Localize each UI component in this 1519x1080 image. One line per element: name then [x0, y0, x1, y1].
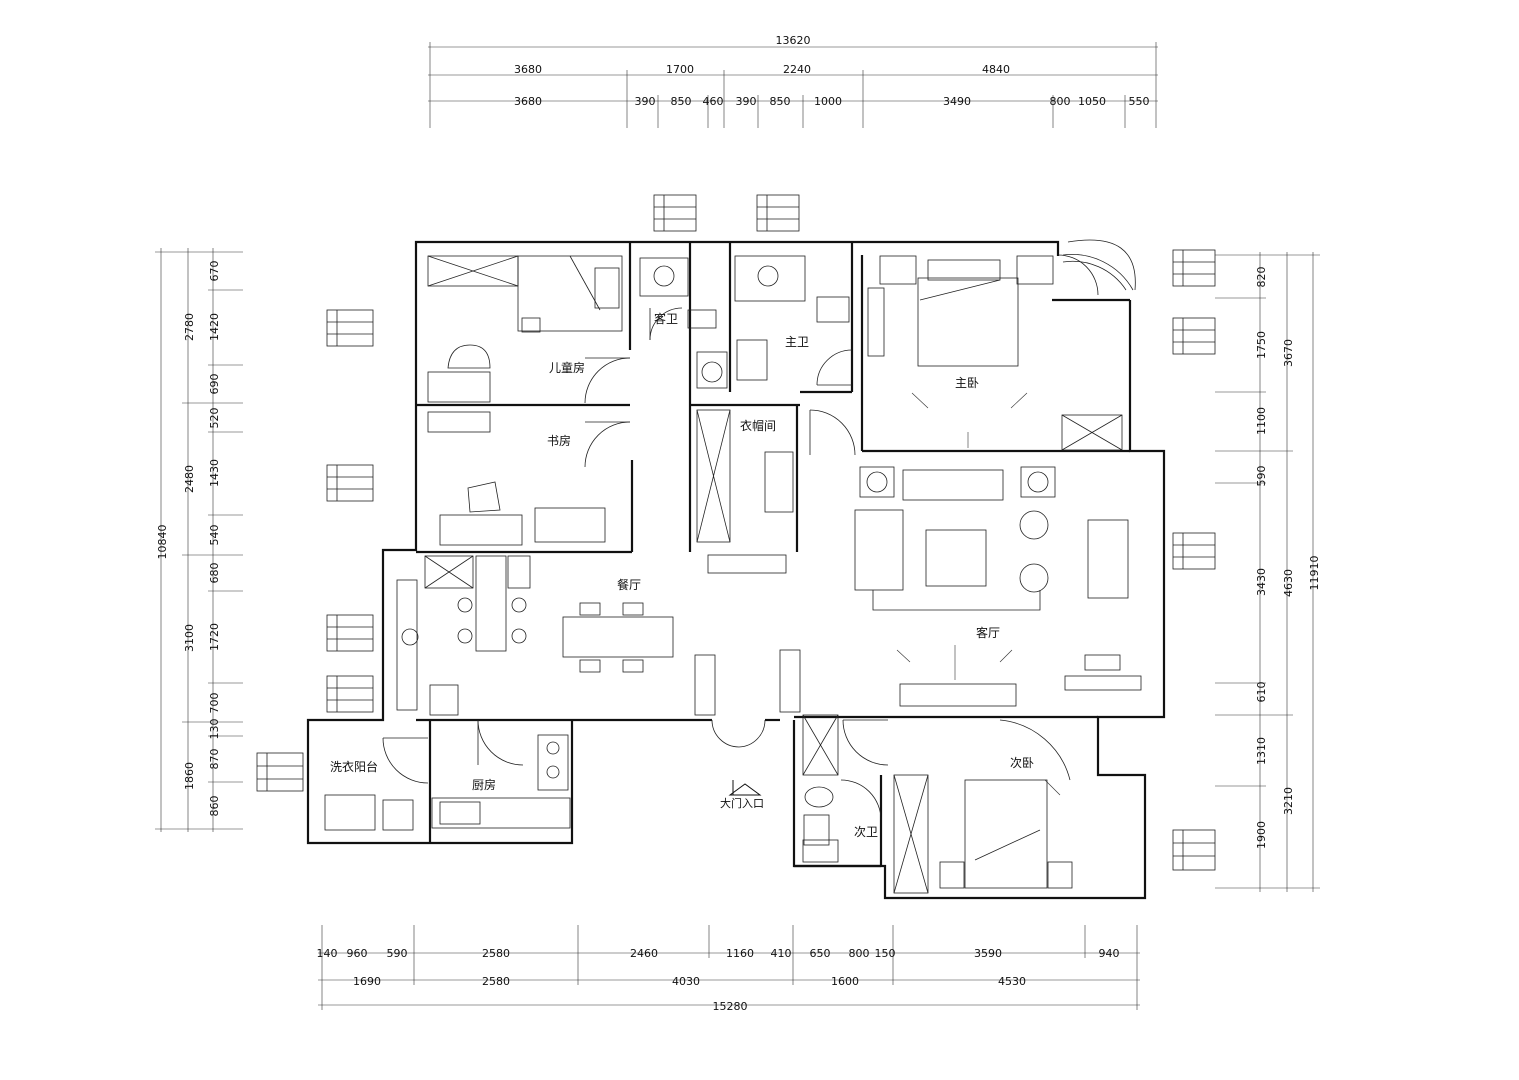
left-detail-dim: 130 — [208, 719, 221, 740]
right-detail-dim: 1100 — [1255, 407, 1268, 435]
room-label-kitchen: 厨房 — [472, 777, 496, 792]
top-detail-dim: 460 — [703, 95, 724, 108]
bottom-detail-dim: 140 — [317, 947, 338, 960]
room-label-laundry: 洗衣阳台 — [330, 759, 378, 774]
bottom-detail-dim: 2580 — [482, 947, 510, 960]
furniture — [324, 255, 1142, 894]
left-detail-dim: 860 — [208, 796, 221, 817]
room-labels: 儿童房 书房 客卫 主卫 主卧 衣帽间 餐厅 客厅 次卧 次卫 厨房 洗衣阳台 … — [330, 311, 1034, 839]
bay-window — [1062, 239, 1136, 291]
top-detail-dim: 3490 — [943, 95, 971, 108]
right-dim: 4630 — [1282, 569, 1295, 597]
left-detail-dim: 870 — [208, 749, 221, 770]
top-detail-dim: 390 — [736, 95, 757, 108]
bottom-dim: 4530 — [998, 975, 1026, 988]
left-detail-dim: 690 — [208, 374, 221, 395]
right-dimensions: 11910 3670 4630 3210 820 1750 1100 590 3… — [1215, 252, 1321, 892]
right-detail-dim: 1900 — [1255, 821, 1268, 849]
doors — [382, 254, 1099, 821]
top-dimensions: 13620 3680 1700 2240 4840 3680 390 850 4… — [428, 34, 1158, 128]
top-dim-4: 4840 — [982, 63, 1010, 76]
bottom-detail-dim: 2460 — [630, 947, 658, 960]
left-dim: 2780 — [183, 313, 196, 341]
bottom-dim: 1600 — [831, 975, 859, 988]
left-detail-dim: 700 — [208, 693, 221, 714]
left-detail-dim: 540 — [208, 525, 221, 546]
left-detail-dim: 1720 — [208, 623, 221, 651]
bottom-detail-dim: 410 — [771, 947, 792, 960]
right-detail-dim: 610 — [1255, 682, 1268, 703]
bottom-detail-dim: 960 — [347, 947, 368, 960]
right-dim: 3210 — [1282, 787, 1295, 815]
top-dim-1: 3680 — [514, 63, 542, 76]
entrance-label: 大门入口 — [720, 796, 764, 810]
room-label-second-bedroom: 次卧 — [1010, 756, 1034, 770]
right-dim: 3670 — [1282, 339, 1295, 367]
left-dim: 1860 — [183, 762, 196, 790]
light-markers — [896, 392, 1061, 796]
left-dim: 3100 — [183, 624, 196, 652]
bottom-detail-dim: 800 — [849, 947, 870, 960]
top-overall-dim: 13620 — [776, 34, 811, 47]
top-detail-dim: 3680 — [514, 95, 542, 108]
top-detail-dim: 550 — [1129, 95, 1150, 108]
room-label-dining: 餐厅 — [617, 577, 641, 592]
bottom-detail-dim: 650 — [810, 947, 831, 960]
right-overall-dim: 11910 — [1308, 556, 1321, 591]
top-dim-3: 2240 — [783, 63, 811, 76]
bottom-detail-dim: 1160 — [726, 947, 754, 960]
bottom-dim: 2580 — [482, 975, 510, 988]
schedule-boxes — [256, 194, 1216, 871]
top-detail-dim: 850 — [671, 95, 692, 108]
room-label-second-bath: 次卫 — [854, 825, 878, 839]
bottom-detail-dim: 940 — [1099, 947, 1120, 960]
top-detail-dim: 850 — [770, 95, 791, 108]
left-dim: 2480 — [183, 465, 196, 493]
room-label-guest-bath: 客卫 — [654, 311, 678, 326]
right-detail-dim: 590 — [1255, 466, 1268, 487]
room-label-closet: 衣帽间 — [740, 418, 776, 433]
bottom-dim: 4030 — [672, 975, 700, 988]
walls — [306, 240, 1166, 900]
bottom-detail-dim: 3590 — [974, 947, 1002, 960]
bottom-detail-dim: 590 — [387, 947, 408, 960]
top-detail-dim: 1050 — [1078, 95, 1106, 108]
room-label-master-bedroom: 主卧 — [955, 376, 979, 390]
top-detail-dim: 800 — [1050, 95, 1071, 108]
right-detail-dim: 820 — [1255, 267, 1268, 288]
left-detail-dim: 670 — [208, 261, 221, 282]
top-detail-dim: 1000 — [814, 95, 842, 108]
entrance-marker — [728, 780, 762, 796]
top-dim-2: 1700 — [666, 63, 694, 76]
bottom-detail-dim: 150 — [875, 947, 896, 960]
right-detail-dim: 1310 — [1255, 737, 1268, 765]
room-label-living: 客厅 — [976, 625, 1000, 640]
top-detail-dim: 390 — [635, 95, 656, 108]
room-label-master-bath: 主卫 — [785, 335, 809, 349]
left-detail-dim: 1420 — [208, 313, 221, 341]
left-dimensions: 10840 2780 2480 3100 1860 670 1420 690 5… — [155, 248, 243, 832]
left-detail-dim: 680 — [208, 563, 221, 584]
left-detail-dim: 520 — [208, 408, 221, 429]
room-label-study: 书房 — [547, 433, 571, 448]
right-detail-dim: 1750 — [1255, 331, 1268, 359]
left-detail-dim: 1430 — [208, 459, 221, 487]
bottom-overall-dim: 15280 — [713, 1000, 748, 1013]
bottom-dimensions: 140 960 590 2580 2460 1160 410 650 800 1… — [317, 925, 1140, 1013]
bottom-dim: 1690 — [353, 975, 381, 988]
right-detail-dim: 3430 — [1255, 568, 1268, 596]
room-label-children: 儿童房 — [549, 360, 585, 375]
left-overall-dim: 10840 — [156, 525, 169, 560]
